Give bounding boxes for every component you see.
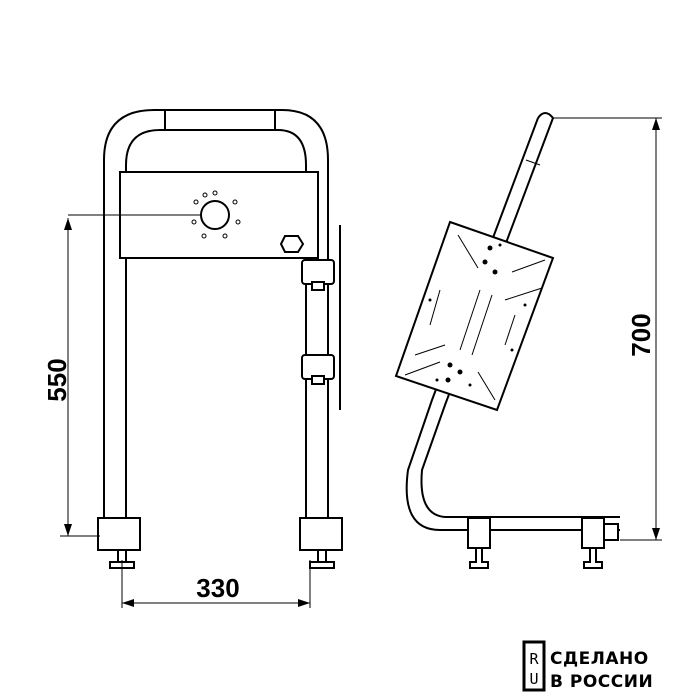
logo-line-1: СДЕЛАНО: [550, 649, 649, 669]
logo-letter-r: R: [529, 650, 539, 668]
foot-left: [97, 517, 141, 551]
hex-nut: [279, 235, 305, 253]
front-view: 550 330: [42, 109, 343, 608]
side-pole: [405, 117, 620, 531]
made-in-russia-logo: R U СДЕЛАНО В РОССИИ: [522, 640, 653, 692]
side-view: 700: [394, 112, 662, 569]
logo-letter-u: U: [529, 670, 538, 688]
knob-bolt-holes: [191, 190, 241, 239]
handle-grip: [164, 109, 276, 131]
mounting-plate: [394, 220, 555, 412]
dimension-700: 700: [626, 313, 656, 356]
side-foot-front: [467, 517, 491, 549]
foot-right: [299, 517, 343, 551]
clamp-upper: [301, 259, 335, 285]
plate-slots: [404, 234, 546, 401]
dimension-330: 330: [196, 573, 239, 603]
side-foot-rear: [581, 517, 605, 549]
knob-hole: [200, 200, 230, 230]
logo-line-2: В РОССИИ: [550, 672, 653, 692]
dimension-550: 550: [42, 358, 72, 401]
plate-holes: [428, 243, 527, 387]
